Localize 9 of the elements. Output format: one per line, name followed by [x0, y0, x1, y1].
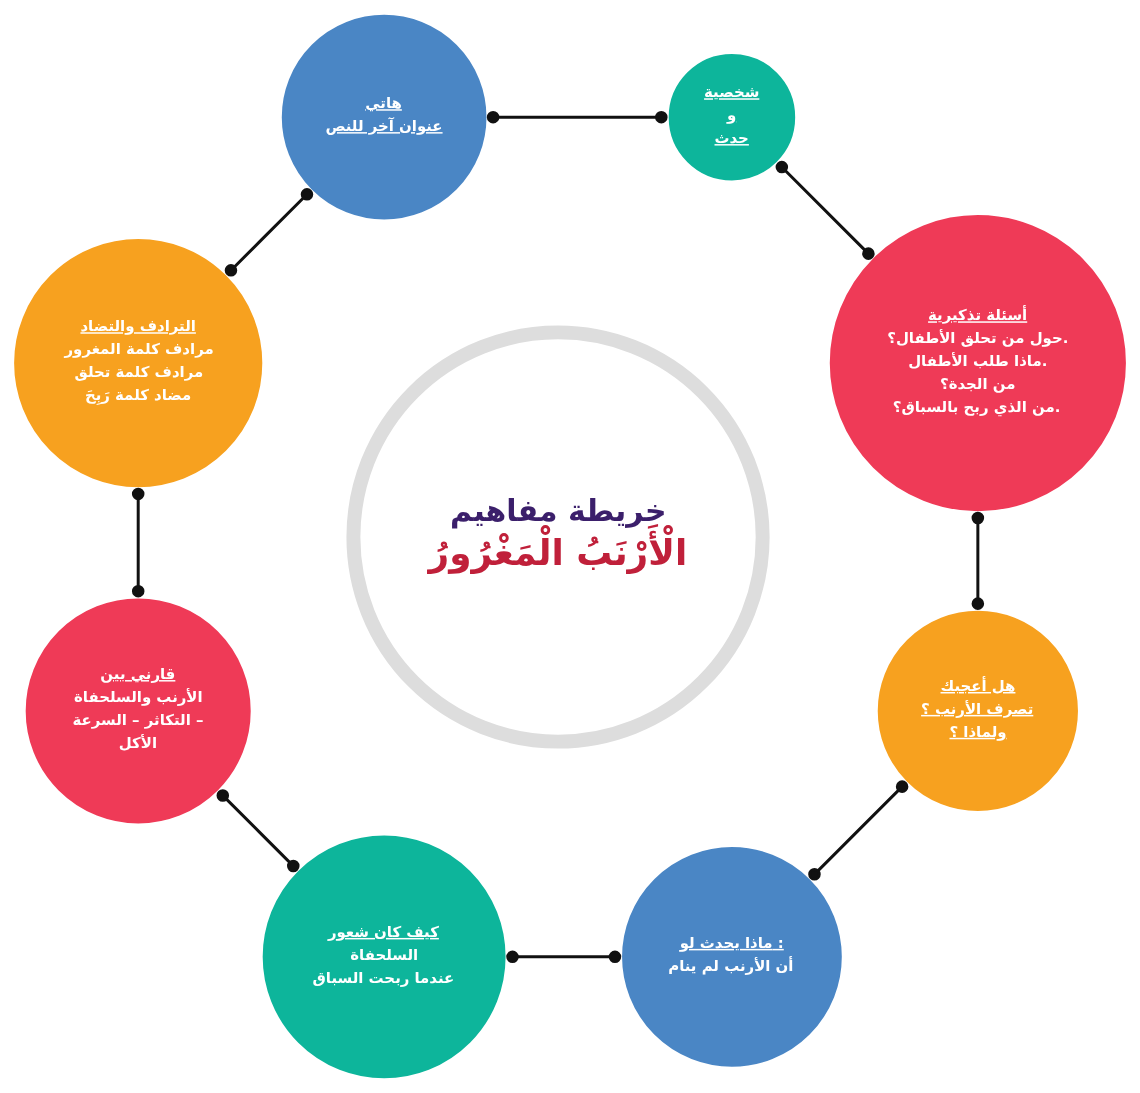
connector [808, 780, 909, 881]
connector [486, 110, 668, 124]
node-circle: خريطة مفاهيم الْأَرْنَبُ الْمَغْرُورُ [346, 325, 770, 749]
connector [216, 789, 300, 873]
connector [971, 511, 985, 610]
connector [775, 160, 875, 260]
connector [506, 950, 622, 964]
connector [224, 188, 314, 277]
connector [131, 487, 145, 598]
